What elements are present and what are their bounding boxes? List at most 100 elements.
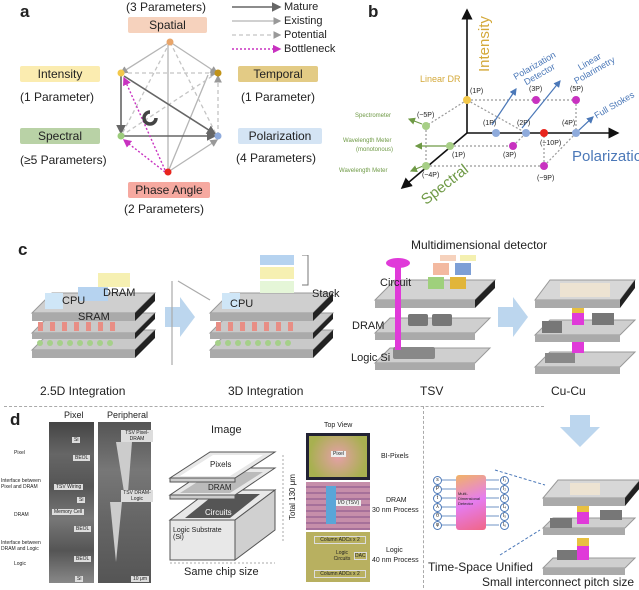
point-top-3p: [532, 96, 540, 104]
node-phase: [164, 168, 172, 176]
label-pol-4p: (4P): [562, 120, 576, 127]
panel-c-label: c: [18, 240, 28, 259]
top-view-logic-inner: Logic Circuits: [333, 550, 351, 562]
logic-block-dac: DAC: [354, 552, 367, 560]
pixel-tag-si-3: Si: [75, 576, 84, 582]
point-pol-4p: [572, 129, 580, 137]
spectral-axis: [400, 132, 468, 190]
stage-cucu-caption: Cu-Cu: [551, 384, 586, 398]
legend-potential: Potential: [284, 29, 327, 41]
column-peripheral: Peripheral: [107, 410, 149, 420]
panel-a-graph: [116, 2, 282, 176]
layered-chip: [168, 451, 284, 564]
pixel-tag-beol-2: BEOL: [74, 526, 92, 532]
integration-illustrations: [30, 255, 637, 374]
top-view-pixels: Pixel: [306, 433, 370, 480]
potential-edges: [120, 41, 222, 137]
pixel-tag-si-1: Si: [72, 437, 81, 443]
panel-d-label: d: [10, 410, 21, 429]
monotonous-label: (monotonous): [356, 147, 394, 153]
side-label-interface-dl: Interface between DRAM and Logic: [1, 540, 41, 552]
cucu-final-stack: [494, 415, 639, 575]
input-p: P: [433, 485, 442, 494]
label-spec-5p: (~5P): [417, 112, 435, 119]
tsv-label-circuit: Circuit: [380, 277, 412, 289]
image-title: Image: [211, 424, 242, 436]
input-lambda: λ: [433, 503, 442, 512]
top-view-logic: Column ADCs x 2 Logic Circuits DAC Colum…: [306, 532, 370, 582]
pixel-tag-memory-cell: Memory Cell: [52, 509, 85, 515]
linear-dr-label: Linear DR: [420, 74, 461, 84]
point-low-9p: [540, 162, 548, 170]
divider-vertical: [423, 406, 424, 588]
multidimensional-title: Multidimensional detector: [411, 238, 548, 252]
pixel-tag-tsv-wiring: TSV Wiring: [54, 484, 84, 490]
node-spatial: [166, 38, 174, 46]
chip-label-stack: Stack: [312, 288, 340, 300]
wavelength-meter-mono-label: Wavelength Meter: [343, 138, 392, 144]
wavelength-meter-label: Wavelength Meter: [339, 168, 388, 174]
point-spec-5p: [422, 122, 430, 130]
temporal-tag: Temporal: [238, 66, 318, 82]
cycle-icon: [142, 110, 158, 126]
arrow-tsv-to-cucu: [498, 297, 528, 337]
existing-edges: [119, 41, 219, 173]
label-low-9p: (~9P): [537, 175, 555, 182]
label-spec-4p: (~4P): [422, 172, 440, 179]
chip-label-cpu-3d: CPU: [230, 298, 254, 310]
point-pol-2p: [522, 129, 530, 137]
node-temporal: [214, 69, 222, 77]
chip-label-dram-25d: DRAM: [103, 287, 136, 299]
input-phi: φ: [433, 521, 442, 530]
small-pitch-caption: Small interconnect pitch size: [482, 575, 635, 589]
point-red-10p: [540, 129, 548, 137]
point-spec-4p: [422, 162, 430, 170]
mature-edges: [116, 75, 217, 141]
top-view-label-pixels: BI-Pixels: [381, 453, 409, 460]
top-view-title: Top View: [324, 422, 353, 429]
label-mid-3p: (3P): [503, 152, 517, 159]
top-view-io-inner: I/O (TSV): [336, 500, 362, 506]
peripheral-tag-tsv-pixel-dram: TSV Pixel-DRAM: [121, 430, 153, 442]
label-pol-2p: (2P): [517, 120, 531, 127]
side-label-interface-pd: Interface between Pixel and DRAM: [1, 478, 41, 490]
node-spectral: [117, 132, 125, 140]
phase-tag: Phase Angle: [128, 182, 210, 198]
logic-block-adc-1: Column ADCs x 2: [314, 536, 366, 544]
legend-lines: [232, 2, 282, 54]
stack-tsv: [373, 255, 497, 370]
panel-a-label: a: [20, 2, 30, 21]
top-view-sub-logic: 40 nm Process: [372, 557, 419, 564]
logic-block-adc-2: Column ADCs x 2: [314, 570, 366, 578]
spectral-params: (≥5 Parameters): [20, 153, 107, 167]
output-2: I₂: [500, 485, 509, 494]
output-4: I₄: [500, 503, 509, 512]
layer-logic-substrate: Logic Substrate (Si): [173, 527, 222, 541]
label-intensity-1p: (1P): [470, 88, 484, 95]
temporal-params: (1 Parameter): [241, 90, 316, 104]
point-top-5p: [572, 96, 580, 104]
stage-tsv-caption: TSV: [420, 384, 444, 398]
stage-3d-caption: 3D Integration: [228, 384, 304, 398]
point-intensity-1p: [463, 96, 471, 104]
panel-b-axes: [400, 8, 620, 190]
stage-25d-caption: 2.5D Integration: [40, 384, 126, 398]
output-3: I₃: [500, 494, 509, 503]
polarization-params: (4 Parameters): [236, 151, 317, 165]
stack-25d: [30, 273, 157, 358]
chip-size-label: Same chip size: [184, 566, 259, 578]
top-view-pixel-inner: Pixel: [331, 451, 346, 457]
intensity-params: (1 Parameter): [20, 90, 95, 104]
legend-mature: Mature: [284, 1, 319, 13]
chip-label-sram-25d: SRAM: [78, 311, 110, 323]
polarization-tag: Polarization: [238, 128, 322, 144]
chip-label-cpu-25d: CPU: [62, 295, 86, 307]
side-label-logic: Logic: [14, 561, 26, 567]
divider-dashed: [4, 406, 544, 407]
legend-existing: Existing: [284, 15, 323, 27]
spectrometer-label: Spectrometer: [355, 113, 392, 119]
pixel-tag-si-2: Si: [77, 497, 86, 503]
node-polarization: [214, 132, 222, 140]
side-label-dram: DRAM: [14, 512, 29, 518]
detector-arrows: [442, 479, 499, 526]
